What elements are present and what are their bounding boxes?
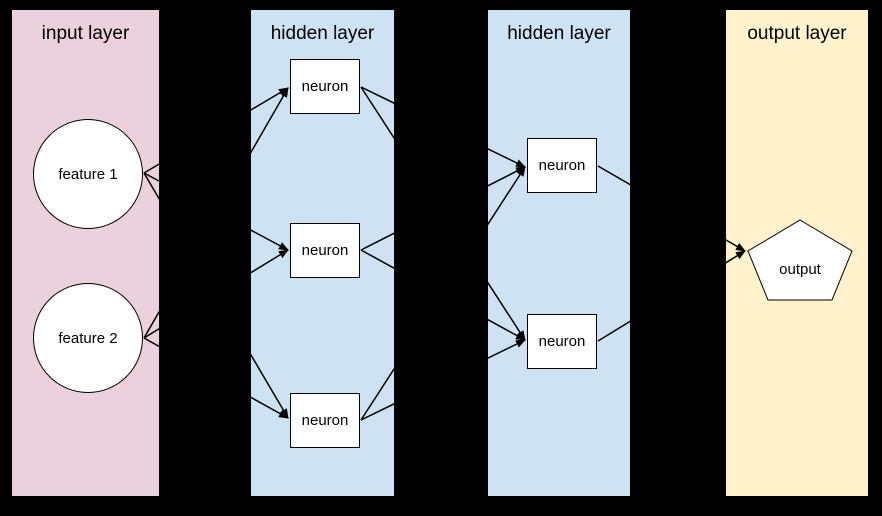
node-hidden1-neuron-1-label: neuron [301, 78, 349, 95]
node-hidden1-neuron-2-label: neuron [301, 242, 349, 259]
node-hidden2-neuron-2-label: neuron [538, 333, 586, 350]
layer-title-output: output layer [747, 23, 847, 44]
node-feature-1: feature 1 [33, 119, 143, 229]
layer-title-hidden-2: hidden layer [507, 23, 611, 44]
node-hidden1-neuron-3-label: neuron [301, 412, 349, 429]
layer-title-input: input layer [41, 23, 130, 44]
node-output-label: output [779, 261, 821, 278]
node-hidden2-neuron-2: neuron [527, 314, 597, 369]
node-feature-2: feature 2 [33, 283, 143, 393]
node-hidden2-neuron-1-label: neuron [538, 157, 586, 174]
layer-panel-hidden-2: hidden layer [488, 10, 630, 496]
layer-panel-input: input layer [12, 10, 159, 496]
node-hidden1-neuron-1: neuron [290, 59, 360, 114]
node-hidden1-neuron-2: neuron [290, 223, 360, 278]
node-hidden2-neuron-1: neuron [527, 138, 597, 193]
node-feature-2-label: feature 2 [58, 329, 118, 347]
layer-title-hidden-1: hidden layer [270, 23, 375, 44]
node-hidden1-neuron-3: neuron [290, 393, 360, 448]
node-feature-1-label: feature 1 [58, 165, 118, 183]
layer-panel-output: output layer [726, 10, 868, 496]
